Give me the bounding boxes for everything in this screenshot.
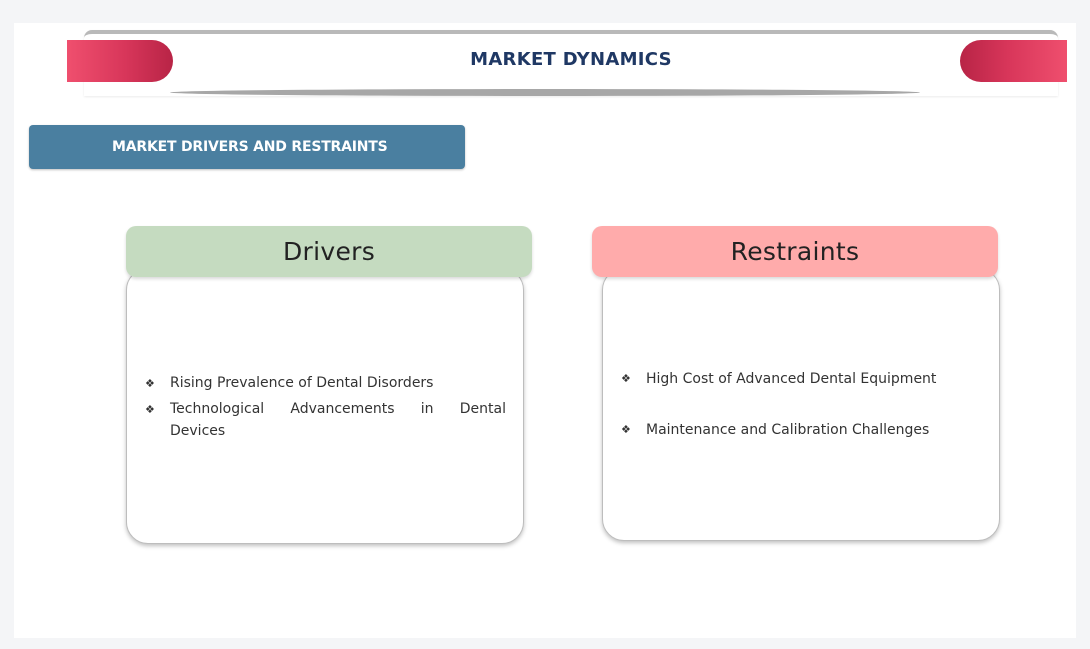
header-accent-right (960, 40, 1067, 82)
diamond-bullet-icon: ❖ (621, 423, 631, 436)
list-item: ❖ High Cost of Advanced Dental Equipment (621, 369, 982, 389)
diamond-bullet-icon: ❖ (145, 403, 155, 416)
drivers-panel (126, 268, 524, 544)
drivers-list: ❖ Rising Prevalence of Dental Disorders … (145, 372, 506, 442)
restraint-item-text: High Cost of Advanced Dental Equipment (646, 371, 937, 387)
list-item: ❖ Maintenance and Calibration Challenges (621, 420, 982, 440)
restraints-list: ❖ High Cost of Advanced Dental Equipment… (621, 369, 982, 440)
driver-item-word: Dental (459, 401, 506, 417)
page-title: MARKET DYNAMICS (470, 49, 672, 70)
driver-item-line: Devices (170, 423, 226, 439)
list-item: ❖ Rising Prevalence of Dental Disorders (145, 372, 506, 394)
driver-item-line: Technological Advancements in Dental (170, 398, 506, 420)
driver-item-word: Advancements (290, 401, 395, 417)
driver-item-word: Technological (170, 401, 265, 417)
diamond-bullet-icon: ❖ (621, 372, 631, 385)
driver-item-word: in (420, 401, 434, 417)
restraints-heading: Restraints (592, 226, 998, 277)
drivers-heading: Drivers (126, 226, 532, 277)
restraint-item-text: Maintenance and Calibration Challenges (646, 422, 930, 438)
restraints-panel (602, 268, 1000, 541)
header-banner (84, 30, 1058, 96)
header-accent-left (67, 40, 173, 82)
header-underline (170, 89, 920, 96)
list-item: ❖ Technological Advancements in Dental D… (145, 398, 506, 442)
driver-item-text: Rising Prevalence of Dental Disorders (170, 375, 434, 391)
diamond-bullet-icon: ❖ (145, 377, 155, 390)
section-label: MARKET DRIVERS AND RESTRAINTS (29, 125, 465, 169)
